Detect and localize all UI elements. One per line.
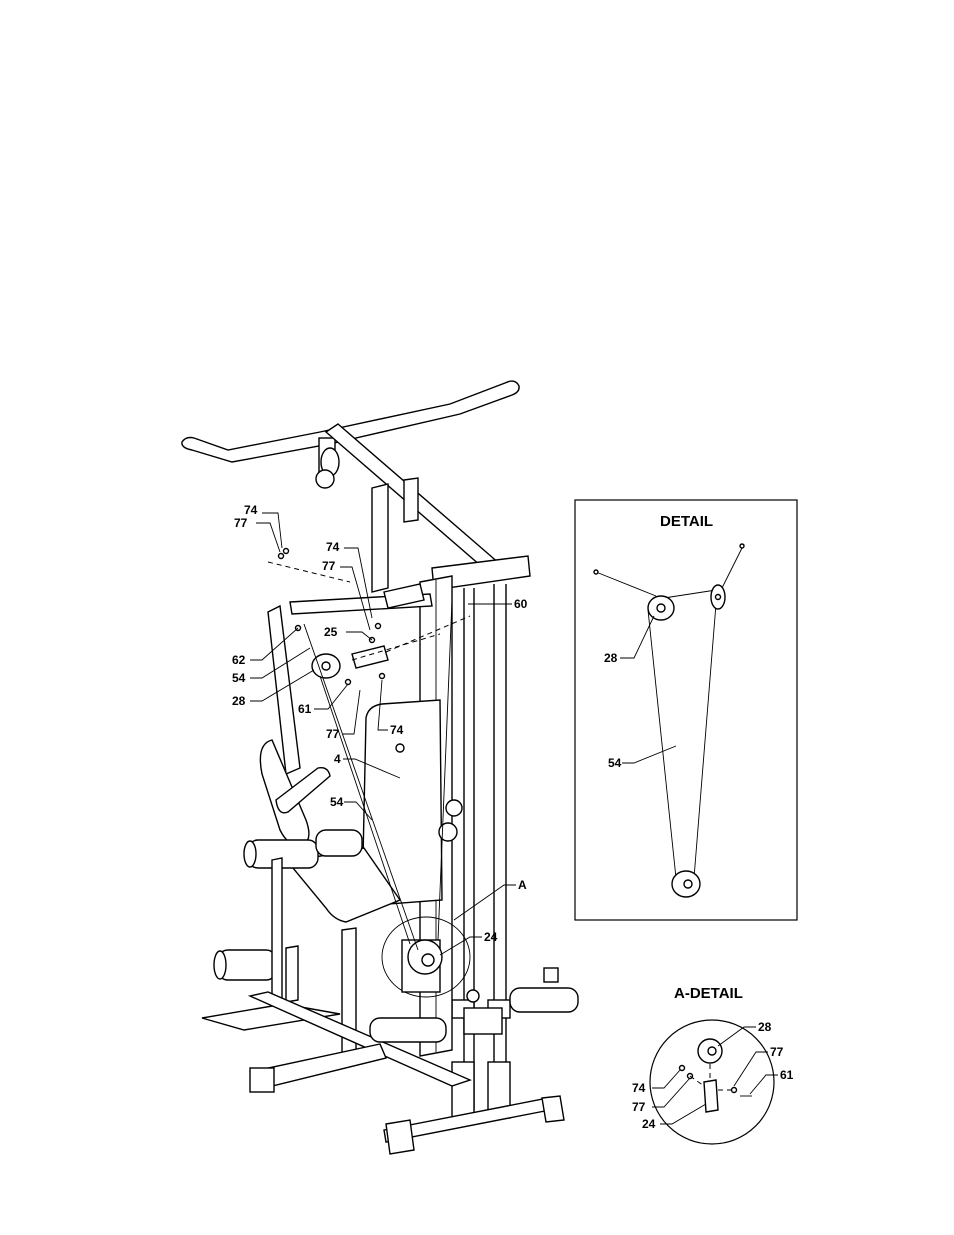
a-detail-pulley-28 [697, 1038, 723, 1064]
detail-pulley-28 [647, 595, 675, 621]
seat [286, 847, 402, 923]
pulley-28-exploded [311, 653, 341, 679]
label-24: 24 [484, 930, 498, 944]
a-detail-label-77-left: 77 [632, 1100, 646, 1114]
top-pulley-assembly [315, 437, 340, 489]
label-74-low: 74 [390, 723, 404, 737]
label-77-mid: 77 [322, 559, 336, 573]
detail-pulley-bottom [671, 870, 701, 898]
bracket-25 [351, 645, 389, 669]
label-74-mid: 74 [326, 540, 340, 554]
detail-label-28: 28 [604, 651, 618, 665]
upper-leg-roller [243, 829, 363, 869]
label-74-top: 74 [244, 503, 258, 517]
bracket-60 [383, 583, 425, 609]
label-60: 60 [514, 597, 528, 611]
label-A: A [518, 878, 527, 892]
detail-pulley-upper-right [710, 584, 726, 610]
label-28: 28 [232, 694, 246, 708]
cables [303, 599, 453, 951]
detail-panel: DETAIL 28 54 [574, 499, 798, 921]
label-62: 62 [232, 653, 246, 667]
main-leaders [250, 512, 516, 956]
arm-roller [275, 766, 331, 814]
a-detail-label-28: 28 [758, 1020, 772, 1034]
a-detail-title: A-DETAIL [674, 985, 743, 1002]
hardware-points [277, 547, 405, 753]
label-54-lower: 54 [330, 795, 344, 809]
rear-foot-cap [541, 1095, 565, 1123]
a-detail-label-74: 74 [632, 1081, 646, 1095]
label-77-low: 77 [326, 727, 340, 741]
label-61: 61 [298, 702, 312, 716]
label-77-top: 77 [234, 516, 248, 530]
a-detail-panel: A-DETAIL 28 77 61 74 77 24 [632, 985, 794, 1145]
front-foot-cap [385, 1119, 415, 1155]
lower-pulley-assembly [381, 916, 471, 998]
a-detail-label-24: 24 [642, 1117, 656, 1131]
lat-bar [181, 380, 520, 463]
lower-leg-roller [213, 949, 277, 981]
label-25: 25 [324, 625, 338, 639]
a-detail-bracket-24 [703, 1079, 719, 1113]
rear-upright [371, 483, 389, 593]
main-part-labels: 74 77 74 77 60 25 62 54 28 61 77 74 4 54… [232, 503, 528, 944]
a-detail-label-77-right: 77 [770, 1045, 784, 1059]
label-54-upper: 54 [232, 671, 246, 685]
detail-title: DETAIL [660, 513, 713, 530]
detail-label-54: 54 [608, 756, 622, 770]
a-detail-label-61: 61 [780, 1068, 794, 1082]
home-gym-machine: 74 77 74 77 60 25 62 54 28 61 77 74 4 54… [181, 380, 579, 1155]
label-4: 4 [334, 752, 341, 766]
